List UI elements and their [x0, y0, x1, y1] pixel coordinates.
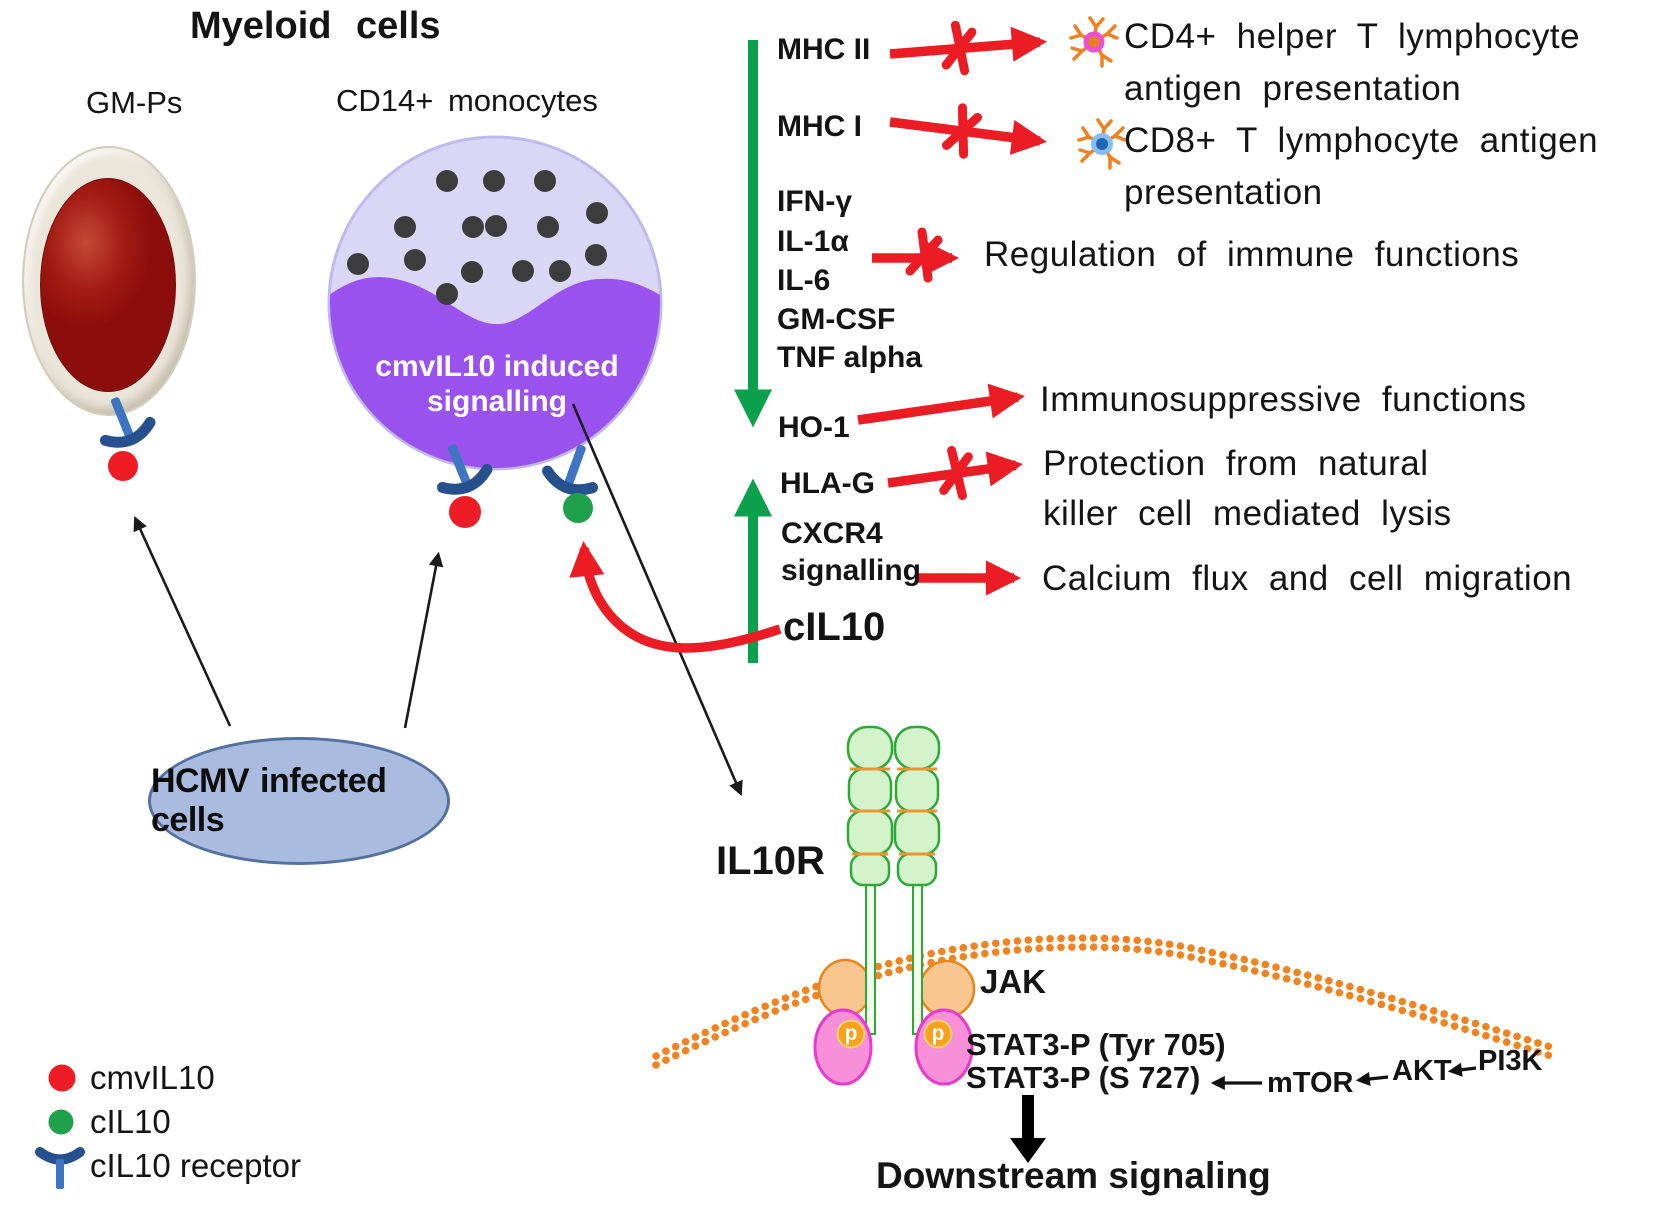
- factor-ho1: HO-1: [778, 411, 850, 444]
- cil10-receptor-icon: [541, 444, 599, 496]
- arrow-akt-to-mtor: [1355, 1071, 1389, 1086]
- monocyte-inner-line1: cmvIL10 induced: [375, 350, 619, 383]
- jak-kinases: [817, 958, 976, 1019]
- gmps-label: GM-Ps: [86, 85, 183, 120]
- gmps-cell-nucleus: [40, 178, 176, 392]
- arrow-monocyte-to-il10r: [571, 403, 743, 797]
- cil10-dot: [563, 493, 593, 523]
- monocyte-cell: [327, 135, 663, 471]
- stat3-ser-label: STAT3-P (S 727): [966, 1060, 1201, 1095]
- il10r-label: IL10R: [716, 839, 825, 883]
- arrow-hcmv-to-monocyte: [403, 551, 444, 729]
- factor-mhc2: MHC II: [777, 33, 871, 66]
- il10r-receptor-chains: [846, 725, 941, 1035]
- downstream-label: Downstream signaling: [876, 1155, 1271, 1196]
- legend-receptor-label: cIL10 receptor: [90, 1147, 301, 1184]
- outcome-protection-line1: Protection from natural: [1043, 444, 1429, 483]
- cmvil10-signalling-region: [330, 277, 660, 468]
- phospho-circle: [836, 1019, 866, 1049]
- monocyte-inner-label: cmvIL10 induced signalling: [330, 349, 664, 419]
- legend-cil10-label: cIL10: [90, 1103, 171, 1140]
- mtor-label: mTOR: [1267, 1067, 1354, 1099]
- cil10-label: cIL10: [783, 605, 886, 649]
- factor-il6: IL-6: [777, 264, 831, 297]
- factor-hlag: HLA-G: [780, 467, 875, 500]
- legend-cil10-receptor-icon: [35, 1147, 85, 1189]
- legend-cmvil10-label: cmvIL10: [90, 1059, 215, 1096]
- outcome-cd4-line1: CD4+ helper T lymphocyte: [1124, 17, 1581, 56]
- cd4-tcell-icon: [1069, 16, 1119, 68]
- cil10-receptor-icon: [436, 444, 493, 495]
- jak-blob: [817, 958, 873, 1018]
- outcome-regulation: Regulation of immune functions: [984, 235, 1520, 274]
- monocyte-granule-dots: [347, 170, 608, 305]
- hcmv-infected-cells-ellipse: HCMV infected cells: [148, 737, 450, 865]
- phospho-circle: [923, 1019, 953, 1049]
- factor-ifng: IFN-γ: [777, 185, 852, 218]
- akt-label: AKT: [1392, 1055, 1452, 1087]
- cmvil10-dot: [449, 496, 481, 528]
- outcome-cd8-line2: presentation: [1124, 173, 1323, 212]
- arrow-cil10-to-receptor: [569, 541, 782, 653]
- outcome-protection-line2: killer cell mediated lysis: [1043, 494, 1452, 533]
- stat3-molecules: [813, 1008, 974, 1086]
- jak-label: JAK: [980, 963, 1047, 1000]
- phospho-p-label: p: [844, 1022, 858, 1045]
- factor-cxcr4-line1: CXCR4: [781, 517, 883, 550]
- stat3-tyr-label: STAT3-P (Tyr 705): [966, 1027, 1226, 1062]
- legend-icons: [35, 1064, 85, 1189]
- il10r-chain: [893, 725, 941, 1035]
- factor-mhc1: MHC I: [777, 110, 862, 143]
- factor-gmcsf: GM-CSF: [777, 303, 896, 336]
- hcmv-label: HCMV infected cells: [151, 762, 387, 839]
- factor-cxcr4-line2: signalling: [781, 554, 922, 587]
- pi3k-label: PI3K: [1478, 1045, 1543, 1077]
- outcome-cd8-line1: CD8+ T lymphocyte antigen: [1124, 121, 1599, 160]
- legend-cil10-dot: [48, 1109, 74, 1135]
- arrow-pi3k-to-akt: [1447, 1062, 1477, 1077]
- cd8-tcell-icon: [1077, 118, 1127, 170]
- outcome-calcium: Calcium flux and cell migration: [1042, 559, 1573, 598]
- monocytes-label: CD14+ monocytes: [336, 83, 598, 118]
- outcome-immunosuppressive: Immunosuppressive functions: [1040, 380, 1527, 419]
- jak-blob: [918, 959, 976, 1019]
- factor-tnfa: TNF alpha: [777, 341, 923, 374]
- legend-cmvil10-dot: [48, 1064, 76, 1092]
- plasma-membrane: [652, 934, 1558, 1069]
- figure-title: Myeloid cells: [190, 5, 441, 47]
- cil10-receptor-icon: [99, 397, 156, 448]
- il10r-chain: [846, 725, 894, 1035]
- arrow-ho1: [857, 383, 1025, 425]
- cell-receptors-and-ligands: [99, 397, 599, 528]
- arrow-hcmv-to-gmps: [133, 516, 232, 727]
- cmvil10-dot: [108, 451, 138, 481]
- downstream-arrow: [1010, 1095, 1046, 1163]
- outcome-cd4-line2: antigen presentation: [1124, 69, 1462, 108]
- factor-il1a: IL-1α: [777, 225, 849, 258]
- phospho-p-label: p: [931, 1022, 945, 1045]
- monocyte-inner-line2: signalling: [426, 385, 567, 418]
